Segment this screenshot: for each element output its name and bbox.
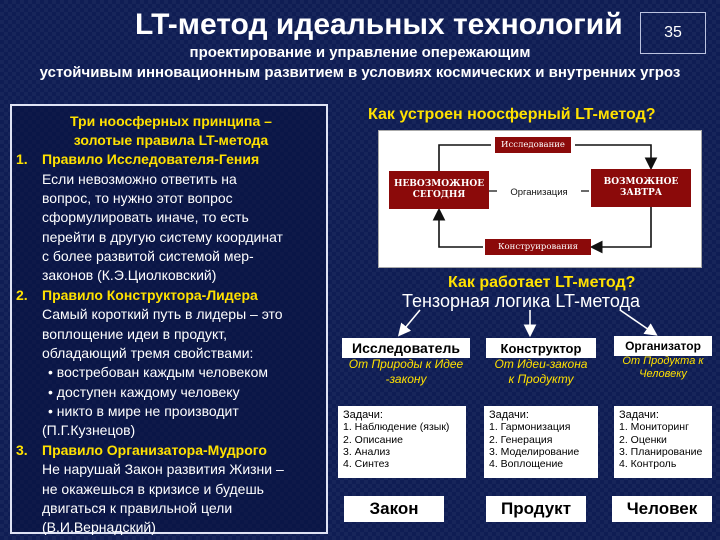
constructor-tasks-box: Задачи: 1. Гармонизация 2. Генерация 3. … [484, 406, 598, 478]
rule-2-bullet: • никто в мире не производит [48, 403, 239, 419]
rule-2-bullet: • доступен каждому человеку [48, 384, 240, 400]
rule-2-line: воплощение идеи в продукт, [42, 326, 227, 342]
arrow-to-organizer [619, 309, 658, 336]
tasks-title: Задачи: [489, 409, 529, 421]
subtitle-line-1: проектирование и управление опережающим [189, 44, 531, 61]
tomorrow-label: ЗАВТРА [619, 188, 663, 198]
construction-box: Конструирования [485, 239, 591, 255]
tensor-question: Как работает LT-метод? [448, 274, 636, 291]
task-item: 4. Воплощение [489, 458, 564, 471]
researcher-desc-line: От Природы к Идее [348, 357, 464, 371]
rule-3-line: Не нарушай Закон развития Жизни – [42, 461, 284, 477]
rule-2-line: Самый короткий путь в лидеры – это [42, 306, 283, 322]
rule-2-number: 2. [16, 287, 28, 303]
research-box: Исследование [495, 137, 571, 153]
principles-heading-2: золотые правила LT-метода [73, 132, 269, 148]
organizer-tasks-box: Задачи: 1. Мониторинг 2. Оценки 3. Плани… [614, 406, 712, 478]
task-item: 4. Синтез [343, 458, 390, 471]
arrow-to-researcher [397, 309, 421, 337]
rule-1-line: вопрос, то нужно этот вопрос [42, 190, 233, 206]
principles-panel: Три ноосферных принципа – золотые правил… [10, 104, 328, 535]
task-item: 3. Моделирование [489, 445, 580, 458]
constructor-desc-line: к Продукту [508, 372, 574, 386]
principles-heading-1: Три ноосферных принципа – [70, 113, 272, 129]
rule-3-line: (В.И.Вернадский) [42, 519, 156, 535]
impossible-today-box: НЕВОЗМОЖНОЕ СЕГОДНЯ [389, 171, 489, 209]
rule-1-line: с более развитой системой мер- [42, 248, 254, 264]
task-item: 4. Контроль [619, 458, 677, 471]
diagram-question: Как устроен ноосферный LT-метод? [368, 106, 656, 123]
task-item: 3. Планирование [619, 445, 703, 458]
product-result-box: Продукт [486, 496, 586, 522]
rule-3-number: 3. [16, 442, 28, 458]
human-result-box: Человек [612, 496, 712, 522]
constructor-role-box: Конструктор [486, 338, 596, 358]
subtitle-line-2: устойчивым инновационным развитием в усл… [39, 64, 681, 81]
task-item: 1. Гармонизация [489, 421, 571, 434]
rule-2-bullet: • востребован каждым человеком [48, 364, 268, 380]
cycle-diagram: Исследование НЕВОЗМОЖНОЕ СЕГОДНЯ Организ… [378, 130, 702, 268]
researcher-desc-line: -закону [385, 372, 427, 386]
task-item: 2. Описание [343, 433, 403, 446]
rule-3-line: двигаться к правильной цели [42, 500, 233, 516]
rule-3-line: не окажешься в кризисе и будешь [42, 481, 264, 497]
law-result-box: Закон [344, 496, 444, 522]
organizer-role-box: Организатор [614, 336, 712, 356]
organization-label: Организация [497, 186, 581, 200]
arrow-right-to-bottom [589, 207, 652, 254]
rule-1-title: Правило Исследователя-Гения [42, 151, 260, 167]
task-item: 1. Мониторинг [619, 421, 689, 434]
tasks-title: Задачи: [343, 409, 383, 421]
rule-2-author: (П.Г.Кузнецов) [42, 422, 136, 438]
impossible-label: НЕВОЗМОЖНОЕ [393, 179, 485, 189]
page-number: 35 [640, 12, 706, 54]
constructor-desc-line: От Идеи-закона [494, 357, 588, 371]
possible-tomorrow-box: ВОЗМОЖНОЕ ЗАВТРА [591, 169, 691, 207]
tensor-arrows [397, 309, 658, 338]
rule-2-title: Правило Конструктора-Лидера [42, 287, 258, 303]
tensor-title: Тензорная логика LT-метода [402, 291, 640, 311]
task-item: 3. Анализ [343, 445, 391, 458]
constructor-desc: От Идеи-закона к Продукту [480, 357, 602, 387]
rule-3-title: Правило Организатора-Мудрого [42, 442, 267, 458]
researcher-tasks-box: Задачи: 1. Наблюдение (язык) 2. Описание… [338, 406, 466, 478]
cycle-arrows [432, 144, 658, 254]
researcher-desc: От Природы к Идее -закону [338, 357, 474, 387]
arrow-left-to-top [438, 144, 491, 171]
task-item: 2. Генерация [489, 433, 553, 446]
rule-1-line: перейти в другую систему координат [42, 229, 283, 245]
researcher-role-box: Исследователь [342, 338, 470, 358]
rule-1-line: сформулировать иначе, то есть [42, 209, 249, 225]
rule-1-number: 1. [16, 151, 28, 167]
slide-title: LT-метод идеальных технологий [135, 8, 623, 41]
today-label: СЕГОДНЯ [412, 190, 466, 200]
possible-label: ВОЗМОЖНОЕ [603, 177, 679, 187]
tasks-title: Задачи: [619, 409, 659, 421]
task-item: 1. Наблюдение (язык) [343, 421, 450, 434]
rule-1-line: законов (К.Э.Циолковский) [42, 267, 217, 283]
organizer-desc: От Продукта к Человеку [610, 355, 716, 381]
arrow-top-to-right [575, 144, 658, 171]
task-item: 2. Оценки [619, 433, 667, 446]
rule-2-line: обладающий тремя свойствами: [42, 345, 254, 361]
organizer-desc-line: От Продукта к [622, 355, 704, 367]
arrow-bottom-to-left [432, 207, 483, 248]
rule-1-line: Если невозможно ответить на [42, 171, 237, 187]
organizer-desc-line: Человеку [639, 368, 687, 380]
